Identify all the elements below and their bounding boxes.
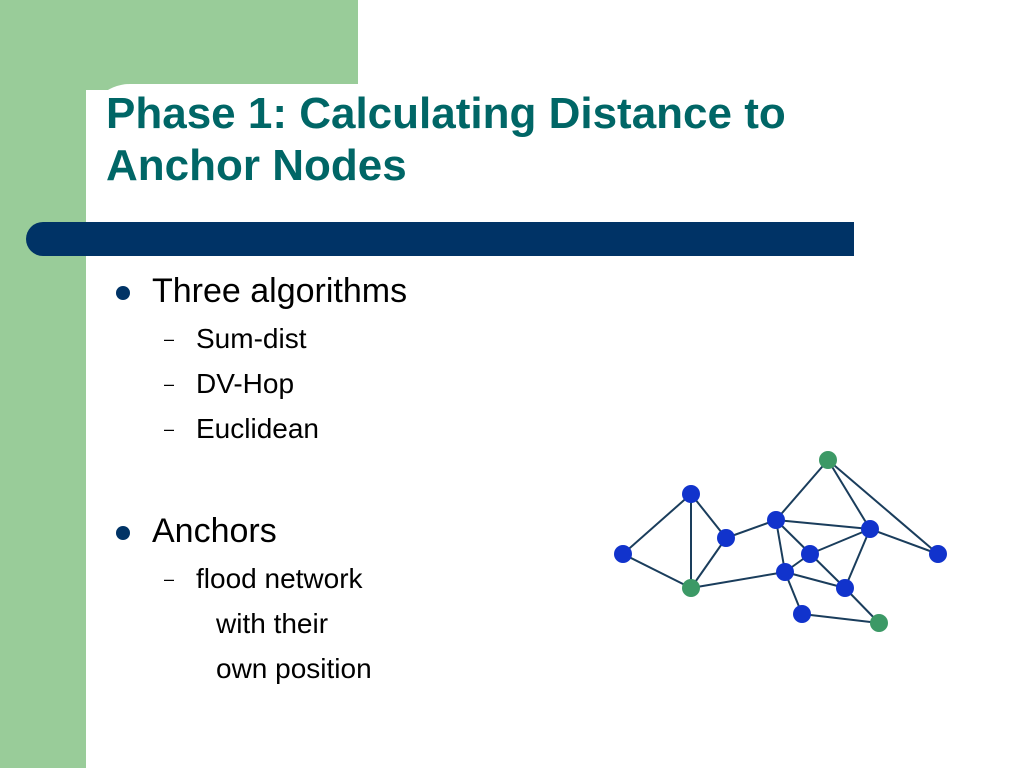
network-edge bbox=[809, 528, 871, 555]
left-green-band bbox=[0, 0, 86, 768]
regular-node bbox=[682, 485, 700, 503]
network-edge bbox=[775, 459, 829, 521]
network-edge bbox=[775, 519, 871, 530]
regular-node bbox=[929, 545, 947, 563]
anchor-node bbox=[870, 614, 888, 632]
regular-node bbox=[801, 545, 819, 563]
content-panel bbox=[86, 84, 1024, 768]
regular-node bbox=[793, 605, 811, 623]
top-green-block bbox=[0, 0, 358, 90]
network-edge bbox=[622, 493, 692, 555]
network-edge bbox=[622, 553, 692, 589]
network-edge bbox=[844, 528, 871, 589]
anchor-node bbox=[819, 451, 837, 469]
network-edge bbox=[827, 459, 939, 555]
network-edge bbox=[869, 528, 939, 555]
network-edge bbox=[690, 493, 727, 539]
regular-node bbox=[861, 520, 879, 538]
regular-node bbox=[767, 511, 785, 529]
regular-node bbox=[836, 579, 854, 597]
network-edge bbox=[690, 571, 786, 589]
regular-node bbox=[776, 563, 794, 581]
network-edge bbox=[784, 571, 846, 589]
network-edges bbox=[622, 459, 939, 624]
title-line-1: Phase 1: Calculating Distance to bbox=[106, 89, 786, 138]
regular-node bbox=[717, 529, 735, 547]
network-nodes bbox=[614, 451, 947, 632]
network-edge bbox=[827, 459, 871, 530]
network-edge bbox=[690, 537, 727, 589]
regular-node bbox=[614, 545, 632, 563]
anchor-node bbox=[682, 579, 700, 597]
title-underline-bar bbox=[26, 222, 854, 256]
slide-title: Phase 1: Calculating Distance to Anchor … bbox=[106, 88, 986, 192]
title-line-2: Anchor Nodes bbox=[106, 141, 407, 190]
network-edge bbox=[801, 613, 880, 624]
